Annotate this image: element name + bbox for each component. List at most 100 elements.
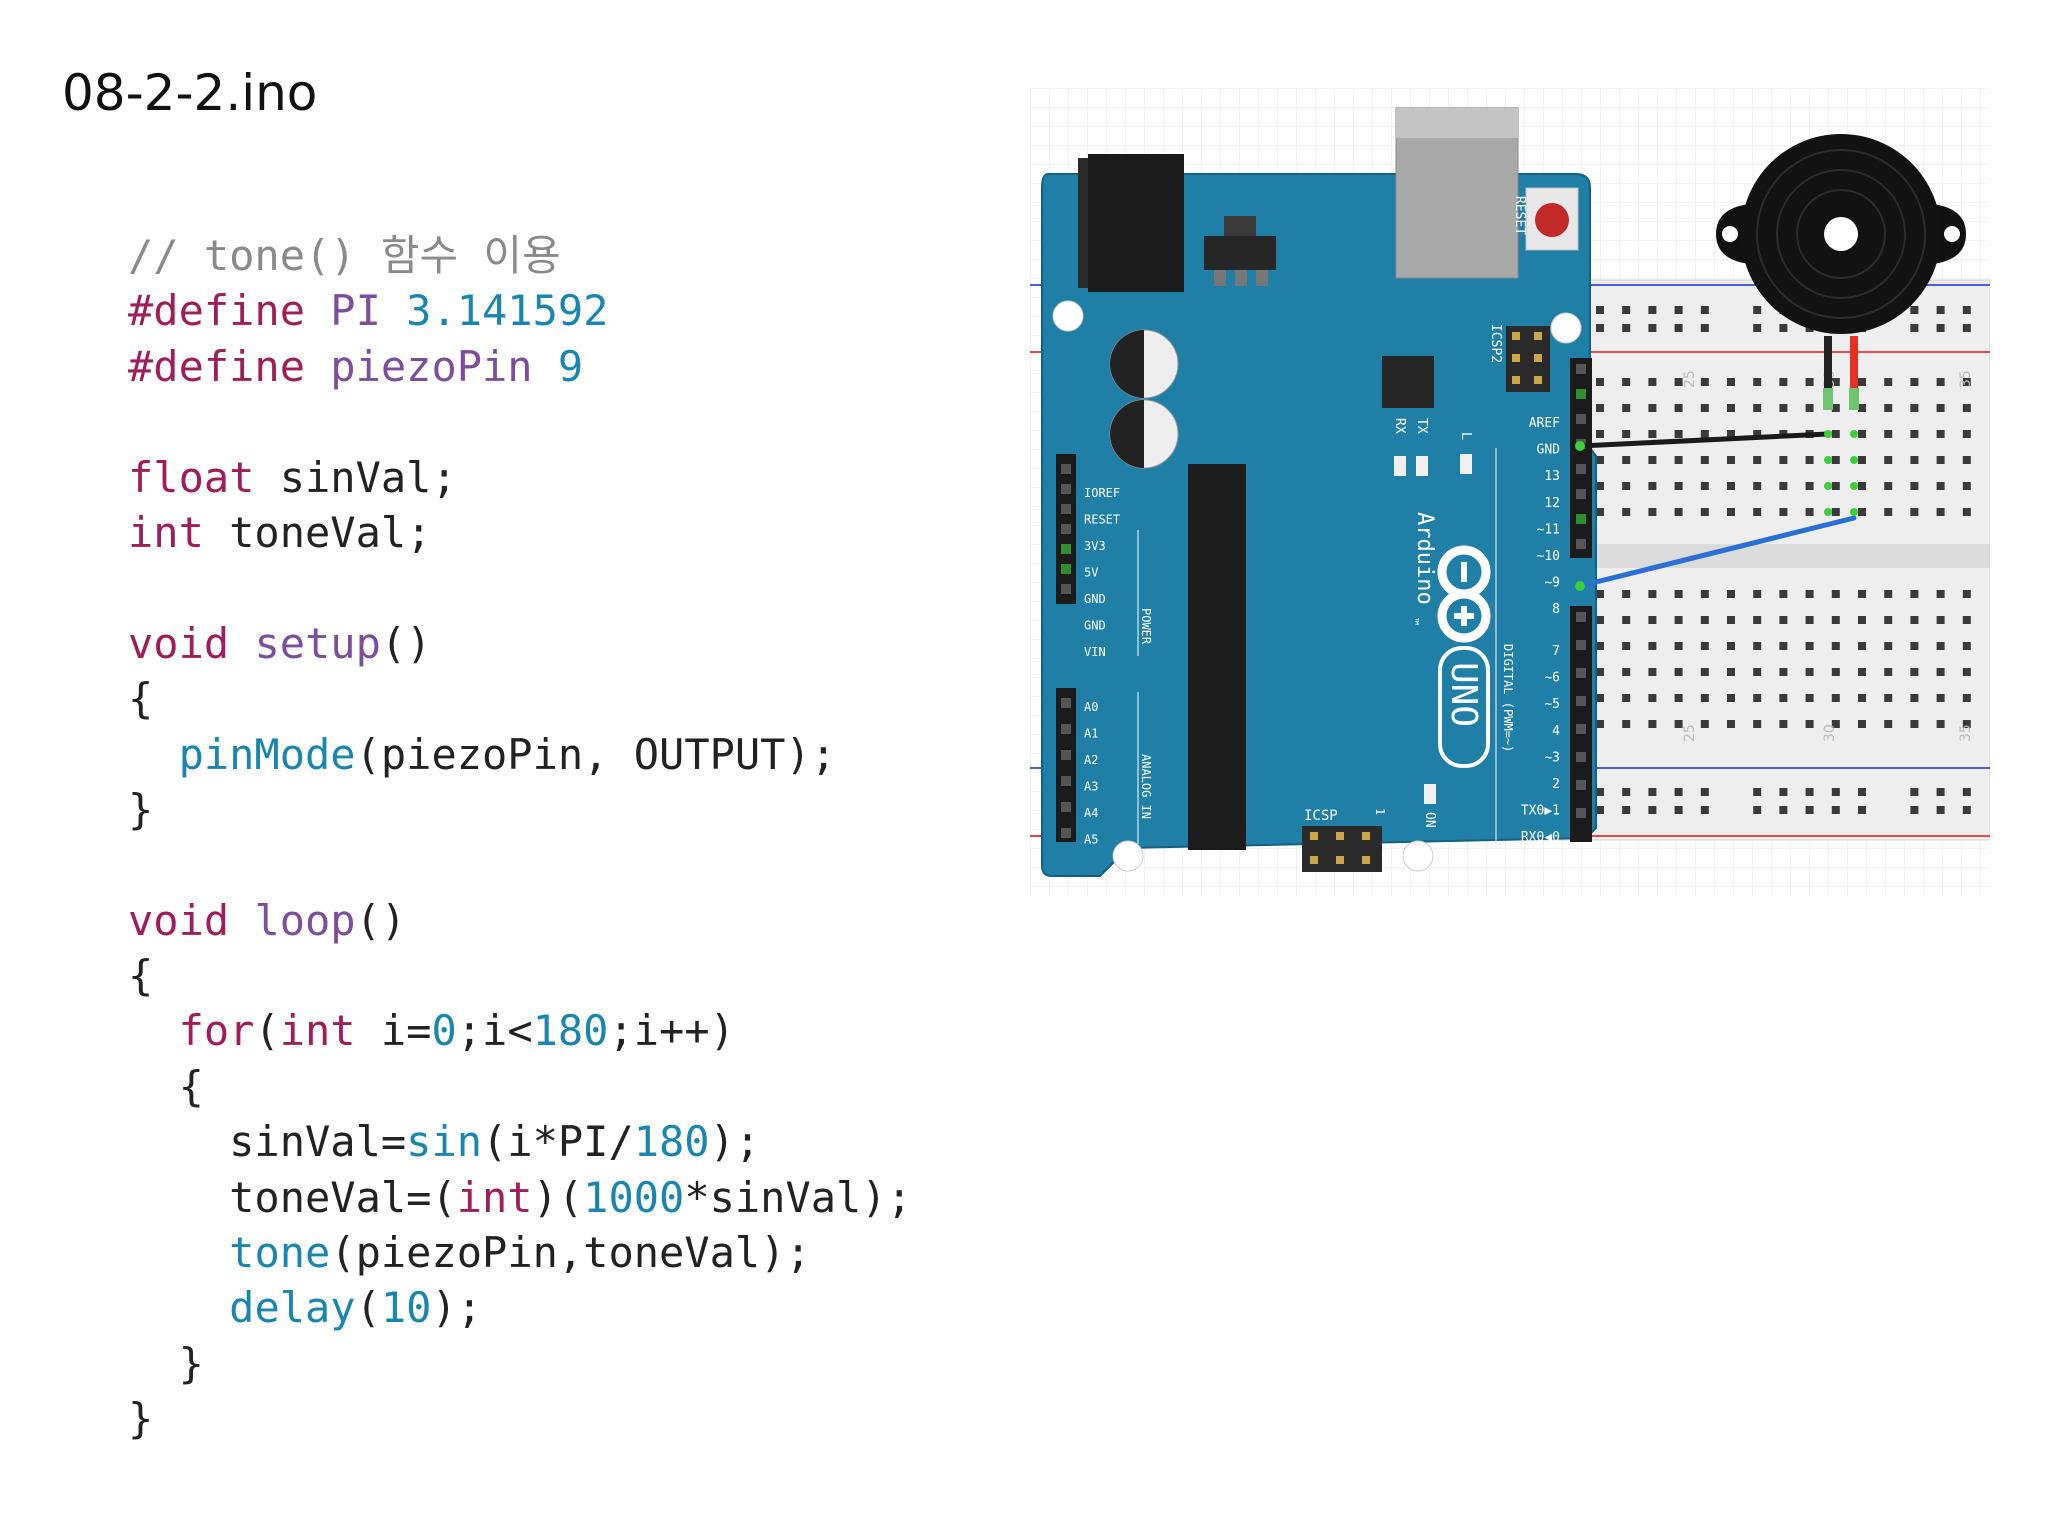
breadboard-hole — [1779, 806, 1788, 814]
digital-pin — [1576, 364, 1586, 374]
signal-wire-pin9 — [1577, 515, 1857, 589]
breadboard-hole — [1753, 404, 1762, 412]
code-token: ); — [431, 1283, 483, 1333]
breadboard-hole — [1858, 668, 1866, 676]
breadboard-hole — [1596, 430, 1604, 438]
breadboard-hole — [1753, 324, 1762, 332]
code-token: #define — [128, 341, 331, 391]
breadboard-hole — [1622, 616, 1631, 624]
power-pin-label: GND — [1084, 619, 1106, 633]
breadboard-hole — [1858, 482, 1866, 490]
rx-led — [1394, 456, 1406, 476]
code-token: 0 — [431, 1006, 457, 1056]
digital-pin-label: ~10 — [1537, 549, 1560, 564]
code-token: } — [128, 1394, 154, 1444]
analog-pin-label: A3 — [1084, 780, 1098, 794]
code-line: #define piezoPin 9 — [128, 339, 912, 394]
breadboard-hole — [1753, 616, 1762, 624]
code-token: ); — [709, 1117, 761, 1167]
breadboard-hole — [1622, 324, 1631, 332]
breadboard-hole — [1596, 788, 1604, 796]
breadboard-hole — [1858, 378, 1866, 386]
breadboard-hole — [1779, 590, 1788, 598]
digital-pin — [1576, 612, 1586, 622]
code-line: pinMode(piezoPin, OUTPUT); — [128, 727, 912, 782]
breadboard-hole — [1936, 806, 1945, 814]
breadboard-hole — [1831, 456, 1840, 464]
code-token: { — [128, 674, 154, 724]
code-token: tone — [229, 1228, 331, 1278]
code-token: ;i++) — [608, 1006, 735, 1056]
code-line: for(int i=0;i<180;i++) — [128, 1003, 912, 1058]
reset-label: RESET — [1512, 196, 1527, 235]
breadboard-hole — [1936, 378, 1945, 386]
breadboard-hole — [1805, 694, 1814, 702]
breadboard-hole — [1831, 806, 1840, 814]
breadboard-hole — [1884, 616, 1893, 624]
mounting-hole-4 — [1402, 840, 1434, 872]
code-token — [128, 1228, 229, 1277]
analog-header — [1056, 688, 1076, 842]
l-label: L — [1458, 432, 1473, 440]
breadboard-hole — [1596, 590, 1604, 598]
power-pin-label: IOREF — [1084, 486, 1120, 500]
code-token: )( — [532, 1172, 584, 1222]
code-line — [128, 560, 912, 615]
digital-pin-label: GND — [1537, 443, 1561, 458]
analog-pin — [1061, 802, 1071, 812]
analog-pin-label: A0 — [1084, 700, 1098, 714]
reset-button — [1525, 187, 1579, 251]
breadboard-hole — [1910, 378, 1919, 386]
connected-holes — [1824, 430, 1858, 516]
power-pin-label: 3V3 — [1084, 539, 1106, 553]
power-pin — [1061, 524, 1071, 534]
breadboard-hole — [1962, 430, 1971, 438]
breadboard-hole — [1779, 508, 1788, 516]
breadboard-hole — [1805, 806, 1814, 814]
code-token: } — [128, 784, 154, 834]
code-token: sinVal= — [128, 1117, 407, 1167]
breadboard-hole — [1936, 720, 1945, 728]
breadboard-hole — [1753, 806, 1762, 814]
breadboard-hole — [1648, 378, 1657, 386]
signal-wire-end — [1575, 581, 1585, 591]
breadboard-hole — [1779, 668, 1788, 676]
breadboard-hole — [1884, 694, 1893, 702]
breadboard-hole — [1831, 694, 1840, 702]
analog-pin-label: A1 — [1084, 727, 1098, 741]
breadboard-hole — [1622, 590, 1631, 598]
on-label: ON — [1422, 812, 1437, 828]
breadboard-hole — [1622, 668, 1631, 676]
digital-pin-label: ~5 — [1544, 697, 1560, 712]
breadboard-hole — [1962, 616, 1971, 624]
breadboard-hole — [1805, 642, 1814, 650]
code-token: setup — [254, 618, 381, 668]
breadboard-hole — [1674, 788, 1683, 796]
breadboard-hole — [1884, 430, 1893, 438]
breadboard-hole — [1805, 482, 1814, 490]
code-line: #define PI 3.141592 — [128, 283, 912, 338]
breadboard-hole — [1936, 430, 1945, 438]
breadboard-hole — [1831, 642, 1840, 650]
analog-pin — [1061, 776, 1071, 786]
breadboard-hole — [1858, 456, 1866, 464]
breadboard-hole — [1648, 508, 1657, 516]
l-led — [1460, 454, 1472, 474]
breadboard-hole — [1700, 668, 1709, 676]
code-line: { — [128, 948, 912, 1003]
breadboard-hole — [1596, 668, 1604, 676]
breadboard-hole — [1831, 590, 1840, 598]
breadboard-hole — [1779, 642, 1788, 650]
piezo-buzzer — [1716, 134, 1966, 410]
digital-pin — [1576, 724, 1586, 734]
breadboard-hole — [1753, 430, 1762, 438]
code-token: PI — [330, 286, 381, 336]
digital-pin — [1576, 489, 1586, 499]
analog-pin — [1061, 724, 1071, 734]
breadboard-hole — [1700, 508, 1709, 516]
digital-pin — [1576, 696, 1586, 706]
breadboard-hole — [1700, 430, 1709, 438]
breadboard-hole — [1858, 642, 1866, 650]
analog-pin — [1061, 750, 1071, 760]
